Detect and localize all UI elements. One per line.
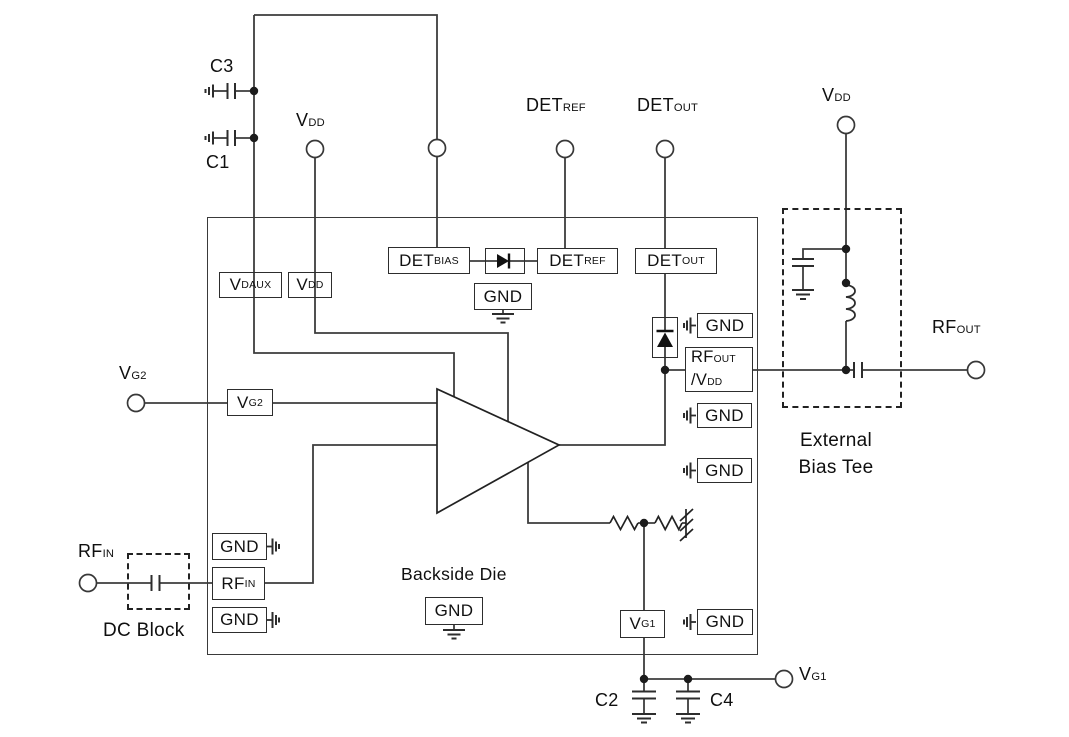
bias-tee-inductor-symbol: [845, 284, 856, 322]
vdd-left-pin-label: VDD: [296, 110, 325, 130]
c3-label: C3: [210, 56, 234, 76]
esd-diode-box: [652, 317, 678, 358]
amplifier-symbol: [436, 387, 561, 515]
ground-symbols: [443, 289, 814, 724]
gnd-block-vg1: GND: [697, 609, 753, 635]
junction-dots: [249, 86, 851, 684]
vdd-right-pin: [836, 115, 856, 135]
detout-pin: [655, 139, 675, 159]
c4-capacitor-symbol: [676, 690, 700, 700]
esd-diode-icon: [656, 329, 674, 347]
external-bias-tee-box: [782, 208, 902, 408]
detector-diode-box: [485, 248, 525, 274]
resistor-symbols: [609, 514, 683, 532]
external-bias-tee-label: External Bias Tee: [798, 430, 874, 478]
rfout-pin: [966, 360, 986, 380]
gnd-block-l1: GND: [212, 533, 267, 560]
gnd-block-l2: GND: [212, 607, 267, 633]
gnd-block-detbias: GND: [474, 283, 532, 310]
c1-label: C1: [206, 152, 230, 172]
pin-circles: [78, 115, 986, 689]
detout-pin-label: DETOUT: [637, 95, 699, 115]
rfout-pin-label: RFOUT: [932, 317, 981, 337]
backside-gnd-block: GND: [425, 597, 483, 625]
dc-block-label: DC Block: [103, 620, 185, 641]
dc-block-capacitor-symbol: [150, 575, 161, 591]
vg1-pin-label: VG1: [799, 664, 827, 684]
detref-pin: [555, 139, 575, 159]
bias-tee-capacitor-symbol: [792, 258, 814, 267]
backside-die-label: Backside Die: [401, 564, 507, 584]
vdd-right-pin-label: VDD: [822, 85, 851, 105]
vdd-left-pin: [305, 139, 325, 159]
vg2-pin-label: VG2: [119, 363, 147, 383]
c3-capacitor-symbol: [204, 83, 236, 99]
rfin-pin: [78, 573, 98, 593]
c2-label: C2: [595, 690, 619, 710]
detref-pin-label: DETREF: [526, 95, 586, 115]
vg1-pin: [774, 669, 794, 689]
detbias-pin: [427, 138, 447, 158]
vg2-pin: [126, 393, 146, 413]
gnd-block-1: GND: [697, 313, 753, 338]
c1-capacitor-symbol: [204, 130, 236, 146]
gnd-pad-stub-icons: [267, 317, 696, 630]
detector-diode-icon: [497, 253, 511, 269]
c4-label: C4: [710, 690, 734, 710]
rfin-pin-label: RFIN: [78, 541, 115, 561]
rf-ground-hatch-icon: [679, 508, 694, 542]
gnd-block-3: GND: [697, 458, 752, 483]
rf-series-capacitor-symbol: [853, 362, 863, 378]
ic-outline: [207, 217, 758, 655]
c2-capacitor-symbol: [632, 690, 656, 700]
rfout-vdd-block: RFOUT /VDD: [685, 347, 753, 392]
gnd-block-2: GND: [697, 403, 752, 428]
dc-block-box: [127, 553, 190, 610]
